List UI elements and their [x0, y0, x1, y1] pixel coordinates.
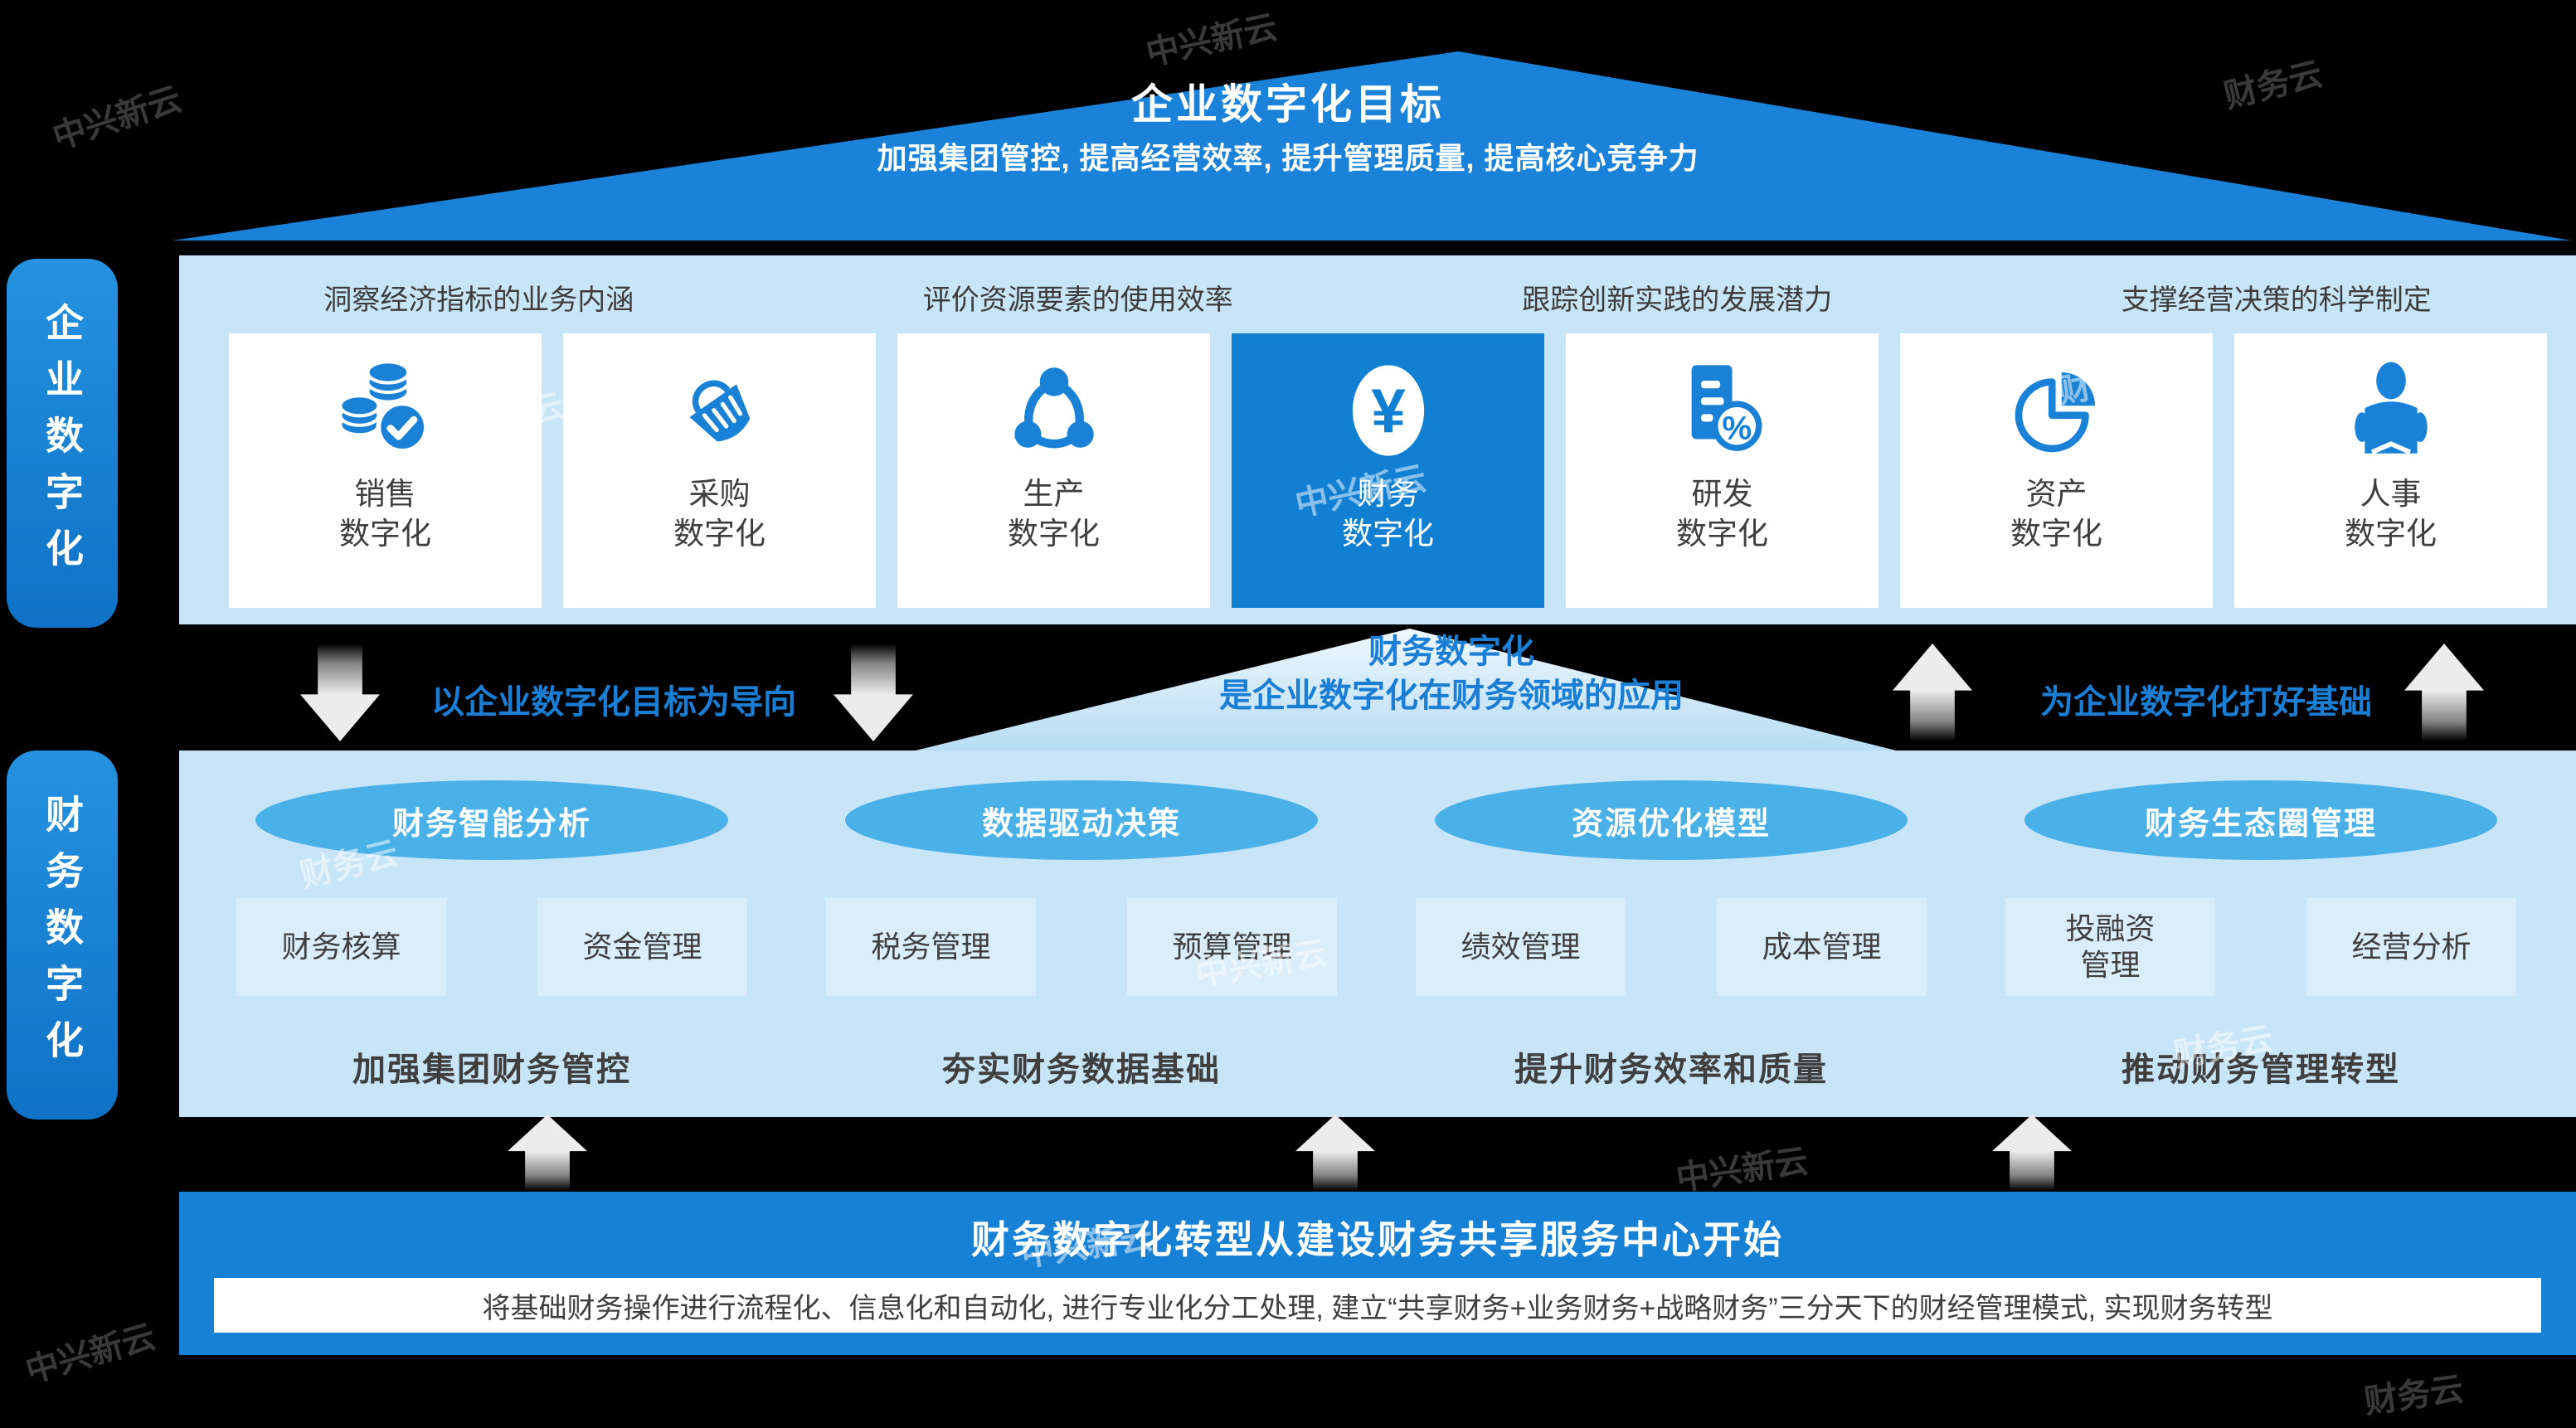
- pill-label: 资源优化模型: [1435, 780, 1908, 860]
- domain-label: 资产 数字化: [2010, 477, 2102, 551]
- finance-group-data-decision: 数据驱动决策 税务管理 预算管理 夯实财务数据基础: [805, 750, 1358, 1090]
- domain-label: 销售 数字化: [339, 477, 431, 551]
- coins-check-icon: [338, 360, 429, 454]
- domain-box-hr: 人事 数字化: [2234, 333, 2547, 608]
- sidebar-tab-label: 企业数字化: [41, 302, 84, 585]
- watermark: 中兴新云: [22, 1318, 160, 1391]
- domain-box-rnd: % 研发 数字化: [1566, 333, 1879, 608]
- watermark: 中兴新云: [1674, 1143, 1810, 1197]
- domain-label: 研发 数字化: [1676, 477, 1768, 551]
- mini-box-row: 绩效管理 成本管理: [1395, 898, 1947, 996]
- finance-box: 投融资 管理: [2005, 898, 2215, 996]
- domain-box-finance-active: ¥ 财务 数字化: [1232, 333, 1544, 608]
- group-summary: 提升财务效率和质量: [1514, 1052, 1828, 1088]
- group-summary: 推动财务管理转型: [2122, 1052, 2400, 1088]
- finance-box: 经营分析: [2306, 898, 2516, 996]
- domain-box-sales: 销售 数字化: [229, 333, 542, 608]
- finance-group-resource-model: 资源优化模型 绩效管理 成本管理 提升财务效率和质量: [1395, 750, 1947, 1090]
- domain-label: 人事 数字化: [2345, 477, 2437, 551]
- sidebar-tab-finance-digitalization: 财务数字化: [7, 750, 118, 1120]
- up-arrow-icon: [508, 1115, 587, 1191]
- finance-box: 资金管理: [537, 898, 747, 996]
- watermark: 财务云: [2362, 1370, 2467, 1421]
- mid-note-right: 为企业数字化打好基础: [2040, 684, 2372, 721]
- mini-box-row: 税务管理 预算管理: [805, 898, 1358, 996]
- up-arrow-icon: [2404, 644, 2484, 741]
- down-arrow-icon: [300, 644, 380, 741]
- banner-description: 将基础财务操作进行流程化、信息化和自动化, 进行专业化分工处理, 建立“共享财务…: [214, 1278, 2541, 1333]
- domain-label: 生产 数字化: [1008, 477, 1100, 551]
- pill-label: 财务智能分析: [255, 780, 728, 860]
- pie-chart-icon: [2015, 372, 2095, 453]
- enterprise-headers-row: 洞察经济指标的业务内涵 评价资源要素的使用效率 跟踪创新实践的发展潜力 支撑经营…: [179, 277, 2576, 318]
- mid-note-left: 以企业数字化目标为导向: [431, 684, 796, 721]
- up-arrow-icon: [1992, 1115, 2072, 1191]
- document-percent-icon: %: [1691, 365, 1762, 451]
- share-nodes-icon: [1013, 367, 1094, 449]
- up-arrow-icon: [1295, 1115, 1375, 1191]
- domain-box-production: 生产 数字化: [897, 333, 1210, 608]
- roof-title: 企业数字化目标: [1131, 81, 1445, 128]
- svg-text:¥: ¥: [1371, 376, 1406, 445]
- finance-group-analysis: 财务智能分析 财务核算 资金管理 加强集团财务管控: [216, 750, 768, 1090]
- enterprise-header: 支撑经营决策的科学制定: [2121, 284, 2432, 316]
- watermark: 中兴新云: [1143, 8, 1281, 73]
- mini-box-row: 投融资 管理 经营分析: [1985, 898, 2537, 996]
- mid-center-line2: 是企业数字化在财务领域的应用: [1219, 678, 1684, 714]
- shared-service-banner: 财务数字化转型从建设财务共享服务中心开始 将基础财务操作进行流程化、信息化和自动…: [179, 1192, 2576, 1355]
- group-summary: 夯实财务数据基础: [942, 1052, 1221, 1088]
- roof-subtitle: 加强集团管控, 提高经营效率, 提升管理质量, 提高核心竞争力: [877, 141, 1699, 175]
- domain-label: 财务 数字化: [1342, 477, 1434, 551]
- sidebar-tab-label: 财务数字化: [41, 794, 84, 1076]
- sidebar-tab-enterprise-digitalization: 企业数字化: [7, 259, 118, 628]
- svg-text:%: %: [1722, 410, 1752, 447]
- person-reading-icon: [2354, 362, 2428, 454]
- enterprise-digitalization-panel: 洞察经济指标的业务内涵 评价资源要素的使用效率 跟踪创新实践的发展潜力 支撑经营…: [179, 255, 2576, 624]
- finance-group-ecosystem: 财务生态圈管理 投融资 管理 经营分析 推动财务管理转型: [1985, 750, 2537, 1090]
- domain-box-assets: 资产 数字化: [1900, 333, 2213, 608]
- yuan-coin-icon: ¥: [1352, 365, 1424, 456]
- finance-box: 预算管理: [1127, 898, 1337, 996]
- domain-box-procurement: 采购 数字化: [563, 333, 876, 608]
- finance-box: 成本管理: [1717, 898, 1927, 996]
- banner-title: 财务数字化转型从建设财务共享服务中心开始: [971, 1218, 1784, 1261]
- domain-row: 销售 数字化 采购 数字化: [229, 333, 2547, 608]
- down-arrow-icon: [834, 644, 913, 741]
- finance-box: 税务管理: [826, 898, 1036, 996]
- pill-label: 数据驱动决策: [845, 780, 1318, 860]
- basket-icon: [688, 380, 750, 442]
- up-arrow-icon: [1893, 644, 1972, 741]
- finance-box: 财务核算: [236, 898, 446, 996]
- enterprise-header: 评价资源要素的使用效率: [922, 284, 1233, 316]
- finance-box: 绩效管理: [1416, 898, 1626, 996]
- enterprise-header: 洞察经济指标的业务内涵: [323, 284, 634, 316]
- enterprise-header: 跟踪创新实践的发展潜力: [1522, 284, 1833, 316]
- mid-center-line1: 财务数字化: [1368, 634, 1534, 670]
- domain-label: 采购 数字化: [673, 477, 766, 551]
- mini-box-row: 财务核算 资金管理: [216, 898, 768, 996]
- group-summary: 加强集团财务管控: [352, 1052, 631, 1088]
- mid-center-note: 财务数字化 是企业数字化在财务领域的应用: [1186, 630, 1717, 718]
- pill-label: 财务生态圈管理: [2024, 780, 2497, 860]
- finance-digitalization-panel: 财务智能分析 财务核算 资金管理 加强集团财务管控 数据驱动决策 税务管理 预算…: [179, 750, 2576, 1117]
